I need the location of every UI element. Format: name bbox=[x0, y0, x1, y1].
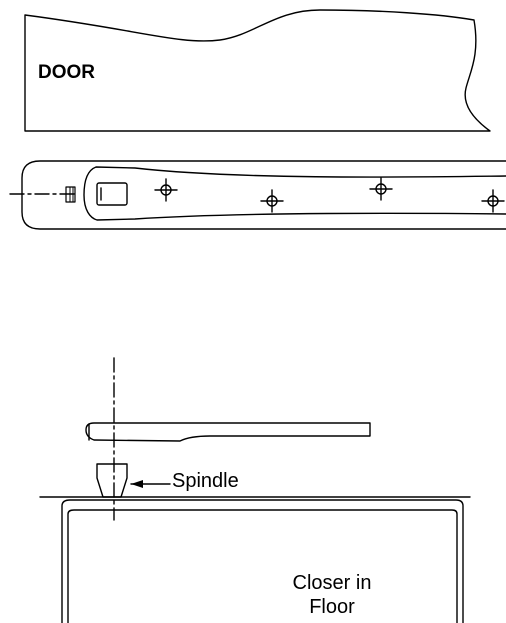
arm-side-view bbox=[85, 422, 371, 442]
arm-slot bbox=[96, 182, 128, 206]
closer-lid-line bbox=[67, 509, 458, 623]
spindle bbox=[96, 463, 128, 498]
screw-hole-symbol bbox=[369, 177, 393, 201]
arm-outline bbox=[21, 160, 506, 230]
closer-box bbox=[61, 499, 464, 623]
arm-top-view bbox=[9, 160, 506, 230]
arm-tapered-end bbox=[83, 166, 506, 221]
door-panel bbox=[24, 9, 491, 132]
closer-label: Closer in Floor bbox=[262, 571, 402, 619]
door-label: DOOR bbox=[38, 62, 95, 83]
screw-hole-symbol bbox=[260, 189, 284, 213]
spindle-label: Spindle bbox=[172, 470, 239, 492]
screw-hole-symbol bbox=[481, 189, 505, 213]
spindle-arrowhead bbox=[131, 480, 143, 488]
closer-label-line-2: Floor bbox=[309, 596, 355, 618]
closer-label-line-1: Closer in bbox=[292, 572, 372, 594]
screw-hole-symbol bbox=[154, 178, 178, 202]
